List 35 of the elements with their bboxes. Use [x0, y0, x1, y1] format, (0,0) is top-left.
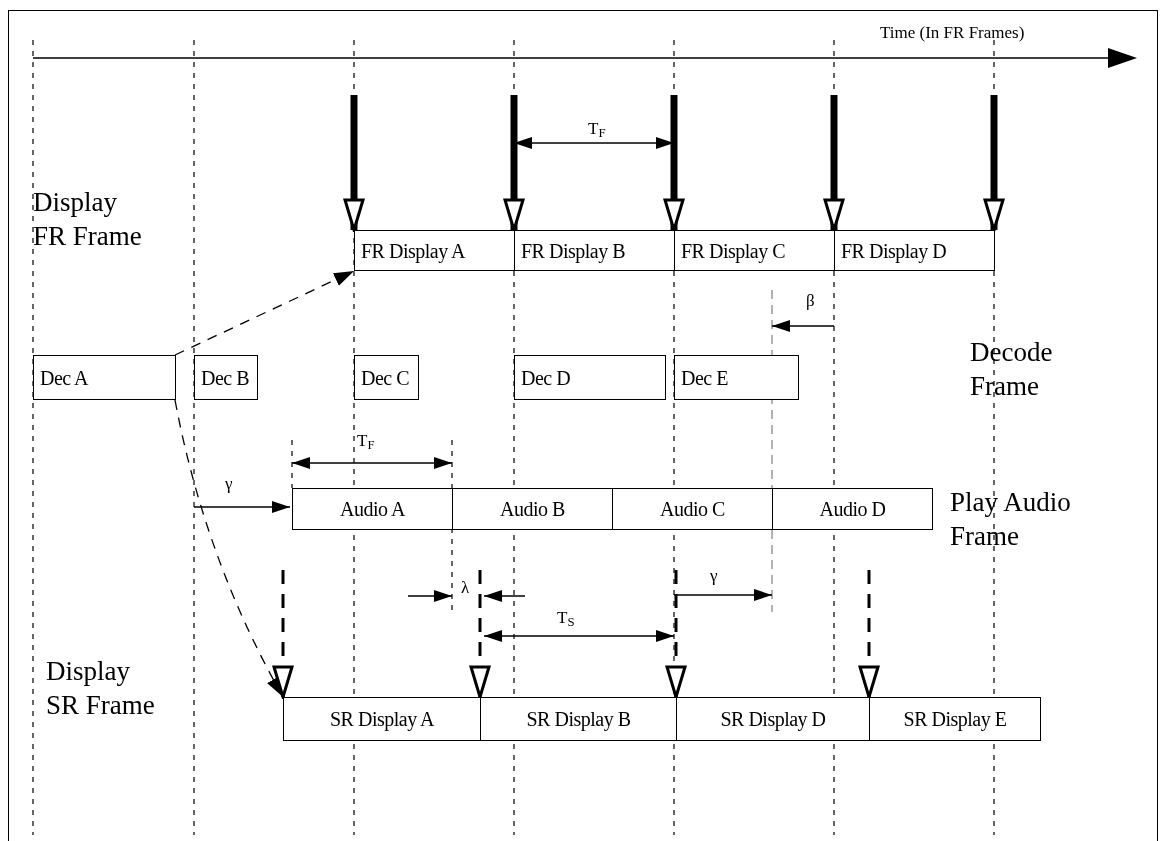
frame-box: FR Display D [834, 230, 995, 271]
dashed-arrow [665, 570, 687, 699]
frame-box: Dec E [674, 355, 799, 400]
frame-box: SR Display A [283, 697, 481, 741]
dashed-arrow [469, 570, 491, 699]
label-text: Display SR Frame [46, 655, 156, 722]
frame-box: Dec B [194, 355, 258, 400]
label-text: T$_{F}$ [588, 118, 607, 140]
frame-box: Audio C [612, 488, 773, 530]
label-text: Play Audio Frame [950, 486, 1072, 553]
label-text: γ [225, 473, 234, 495]
frame-box: SR Display D [676, 697, 870, 741]
label-text: γ [710, 565, 719, 587]
label-text: λ [461, 577, 471, 599]
frame-box: FR Display C [674, 230, 835, 271]
label-text: Decode Frame [970, 336, 1054, 403]
frame-box: Dec C [354, 355, 419, 400]
label-text: Display FR Frame [33, 186, 143, 253]
label-text: T$_{S}$ [557, 607, 576, 629]
label-text: T$_{F}$ [357, 430, 376, 452]
frame-box: SR Display E [869, 697, 1041, 741]
frame-box: Audio A [292, 488, 453, 530]
frame-box: SR Display B [480, 697, 677, 741]
dashed-arrow [174, 399, 284, 698]
dashed-arrow [272, 570, 294, 699]
dashed-arrow [858, 570, 880, 699]
label-text: β [806, 290, 816, 312]
frame-box: Audio B [452, 488, 613, 530]
frame-box: Audio D [772, 488, 933, 530]
frame-box: Dec A [33, 355, 176, 400]
frame-box: FR Display B [514, 230, 675, 271]
frame-box: Dec D [514, 355, 666, 400]
frame-box: FR Display A [354, 230, 515, 271]
label-text: Time (In FR Frames) [880, 22, 1026, 44]
dashed-arrow [174, 270, 355, 356]
